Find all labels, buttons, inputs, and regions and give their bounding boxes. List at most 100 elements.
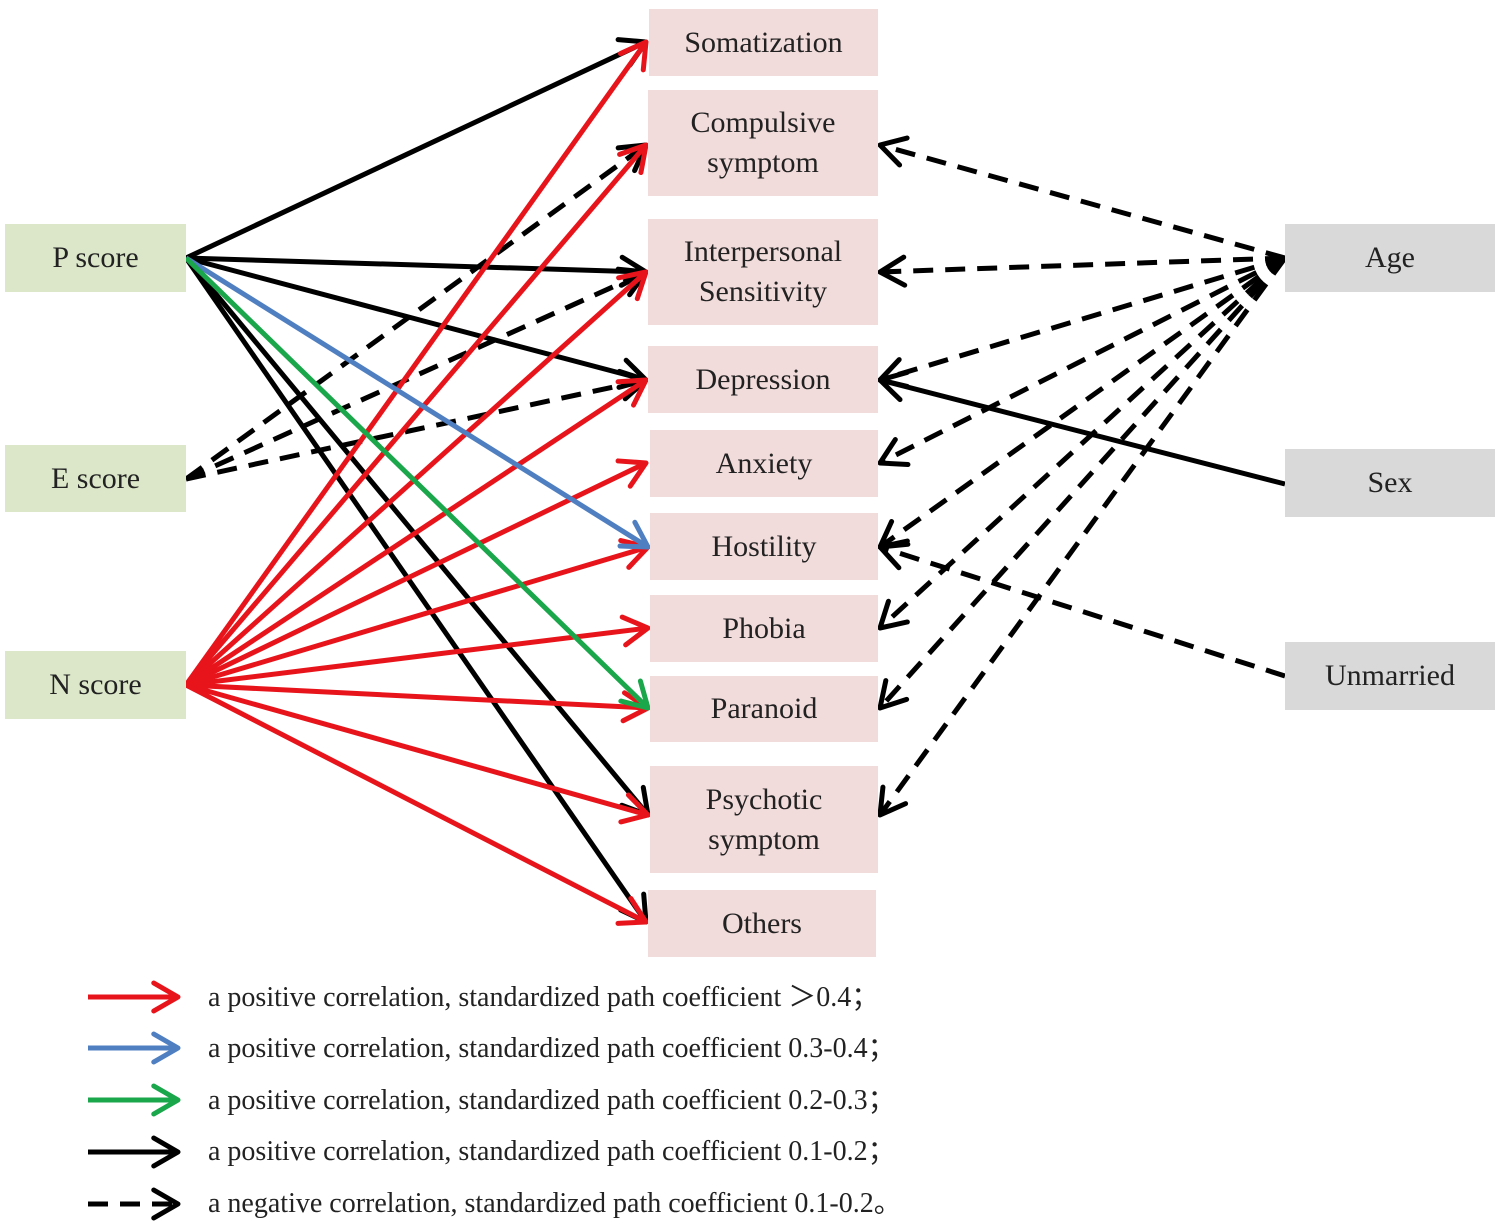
node-unmarried-label: Unmarried	[1325, 659, 1455, 692]
edge-p_score-to-paranoid-line	[184, 256, 649, 709]
edge-n_score-to-others-arrowhead	[615, 895, 649, 926]
edge-n_score-to-psychotic	[185, 682, 651, 825]
edge-age-to-depression-line	[881, 255, 1286, 382]
legend-text-blue: a positive correlation, standardized pat…	[208, 1033, 896, 1064]
edge-unmarried-to-hostility-arrowhead	[877, 538, 910, 571]
edge-age-to-anxiety-arrowhead	[877, 437, 911, 468]
edge-age-to-phobia	[877, 256, 1287, 631]
edge-n_score-to-somatization	[183, 39, 649, 687]
edge-p_score-to-depression-line	[185, 255, 645, 382]
edge-n_score-to-phobia-line	[185, 625, 647, 688]
edge-n_score-to-depression-arrowhead	[615, 377, 649, 408]
edge-n_score-to-somatization-line	[183, 42, 647, 687]
node-depression-label: Depression	[695, 362, 831, 396]
edge-p_score-to-interpersonal-line	[185, 255, 645, 275]
node-others-label: Others	[722, 906, 802, 940]
edge-p_score-to-paranoid-arrowhead	[618, 678, 651, 711]
edge-age-to-paranoid-line	[879, 256, 1287, 709]
node-compulsive-symptom: Compulsive symptom	[648, 90, 878, 196]
edge-age-to-phobia-line	[879, 256, 1287, 629]
edge-n_score-to-hostility-line	[185, 545, 647, 688]
edge-p_score-to-psychotic-line	[184, 256, 649, 816]
edge-age-to-compulsive-line	[881, 143, 1286, 261]
edge-n_score-to-depression	[184, 377, 649, 688]
edge-p_score-to-psychotic	[184, 256, 651, 818]
node-sex: Sex	[1285, 449, 1495, 517]
edge-n_score-to-interpersonal-arrowhead	[616, 269, 649, 302]
node-somatization: Somatization	[649, 9, 878, 76]
legend-arrow-dashed	[88, 1187, 181, 1221]
node-phobia-label: Phobia	[722, 611, 806, 645]
edge-age-to-paranoid	[877, 256, 1287, 711]
edge-age-to-anxiety-line	[880, 255, 1287, 465]
node-sex-label: Sex	[1367, 466, 1413, 499]
node-e-score-label: E score	[50, 461, 141, 495]
edge-unmarried-to-hostility-line	[881, 545, 1286, 679]
node-n-score-label: N score	[49, 668, 142, 701]
edge-age-to-anxiety	[877, 255, 1287, 468]
node-paranoid: Paranoid	[650, 676, 878, 742]
edge-n_score-to-phobia-arrowhead	[619, 614, 651, 648]
edge-n_score-to-hostility	[185, 538, 651, 688]
node-p-score: P score	[5, 224, 186, 292]
edge-sex-to-depression-arrowhead	[877, 369, 910, 403]
node-anxiety-label: Anxiety	[715, 446, 813, 480]
edge-age-to-psychotic-arrowhead	[877, 784, 909, 818]
node-hostility-label: Hostility	[711, 529, 817, 563]
edge-sex-to-depression-line	[881, 378, 1286, 487]
edge-e_score-to-depression-line	[185, 377, 645, 482]
node-psychotic-symptom: Psychotic symptom	[650, 766, 878, 873]
edge-age-to-phobia-arrowhead	[877, 598, 910, 631]
node-unmarried: Unmarried	[1285, 642, 1495, 710]
edge-age-to-interpersonal	[877, 254, 1286, 288]
edge-sex-to-depression	[877, 369, 1286, 487]
edge-n_score-to-compulsive	[184, 142, 649, 687]
edge-age-to-interpersonal-line	[881, 255, 1286, 275]
node-age: Age	[1285, 224, 1495, 292]
edge-age-to-compulsive	[877, 135, 1286, 261]
legend-arrow-layer	[88, 980, 181, 1221]
edge-n_score-to-anxiety	[184, 458, 649, 688]
edge-n_score-to-psychotic-line	[185, 682, 647, 817]
edge-unmarried-to-hostility	[877, 538, 1286, 679]
edge-age-to-depression	[877, 255, 1286, 389]
node-interpersonal-sensitivity: Interpersonal Sensitivity	[648, 219, 878, 325]
edge-age-to-hostility-line	[880, 255, 1287, 548]
edge-p_score-to-hostility-line	[184, 255, 648, 549]
edge-p_score-to-somatization-line	[184, 40, 646, 261]
edge-e_score-to-interpersonal-line	[184, 270, 646, 482]
legend-arrow-dashed-arrowhead	[151, 1187, 181, 1221]
edge-n_score-to-compulsive-arrowhead	[617, 142, 649, 176]
edge-age-to-interpersonal-arrowhead	[877, 254, 908, 288]
edge-n_score-to-phobia	[185, 614, 651, 688]
edge-n_score-to-others-line	[184, 682, 646, 924]
legend-text-dashed: a negative correlation, standardized pat…	[208, 1188, 902, 1219]
edge-n_score-to-paranoid-line	[185, 682, 647, 711]
edge-n_score-to-compulsive-line	[184, 144, 647, 687]
legend-arrow-blue	[88, 1031, 181, 1065]
node-n-score: N score	[5, 651, 186, 719]
legend-arrow-red	[88, 980, 181, 1014]
edge-age-to-hostility	[877, 255, 1287, 550]
legend-arrow-green-arrowhead	[151, 1083, 181, 1117]
node-somatization-label: Somatization	[684, 25, 843, 59]
edge-p_score-to-others-line	[183, 256, 647, 922]
edge-n_score-to-somatization-arrowhead	[618, 39, 649, 73]
edge-n_score-to-psychotic-arrowhead	[618, 792, 651, 825]
node-e-score: E score	[5, 445, 186, 512]
node-phobia: Phobia	[650, 595, 878, 662]
node-compulsive-symptom-label: Compulsive symptom	[690, 106, 836, 179]
edge-p_score-to-hostility-arrowhead	[617, 519, 651, 550]
edge-layer	[183, 37, 1288, 926]
legend-arrow-blue-arrowhead	[151, 1031, 181, 1065]
edge-age-to-psychotic	[877, 256, 1288, 818]
node-age-label: Age	[1365, 241, 1415, 274]
legend-arrow-green	[88, 1083, 181, 1117]
legend-text-red: a positive correlation, standardized pat…	[208, 982, 880, 1013]
node-interpersonal-sensitivity-label: Interpersonal Sensitivity	[683, 235, 843, 308]
node-p-score-label: P score	[52, 241, 139, 274]
edge-p_score-to-interpersonal	[185, 254, 649, 288]
legend-text-black: a positive correlation, standardized pat…	[208, 1136, 896, 1167]
edge-age-to-compulsive-arrowhead	[877, 135, 910, 168]
